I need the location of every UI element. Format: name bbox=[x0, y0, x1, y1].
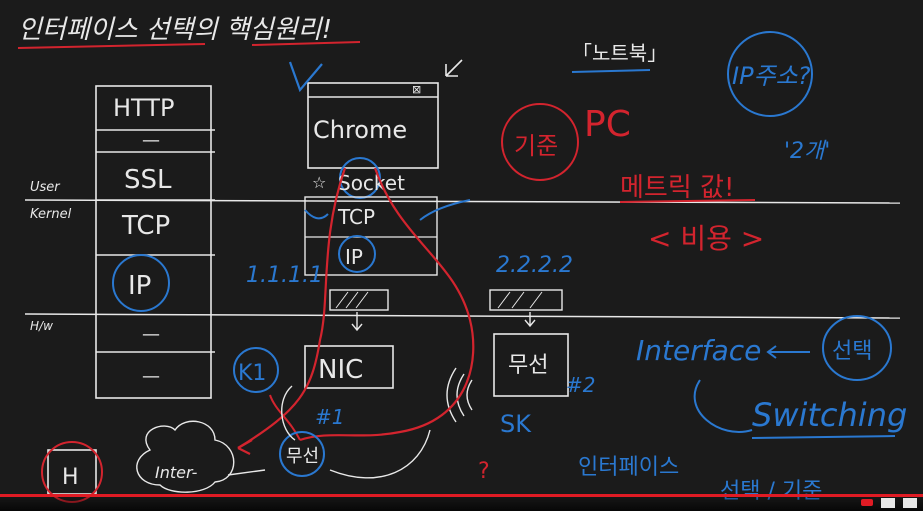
fullscreen-icon[interactable] bbox=[903, 498, 917, 508]
nic-2-number: #2 bbox=[566, 373, 595, 397]
board-title: 인터페이스 선택의 핵심원리! bbox=[18, 15, 332, 45]
ip-2: 2.2.2.2 bbox=[496, 253, 573, 278]
chrome-label: Chrome bbox=[313, 116, 407, 144]
settings-icon[interactable] bbox=[881, 498, 895, 508]
internet-label: Inter- bbox=[155, 463, 198, 482]
stack-ip: IP bbox=[128, 271, 151, 301]
internet-cloud-icon bbox=[136, 420, 235, 493]
driver-box-1 bbox=[329, 289, 389, 311]
nic-1-box bbox=[304, 345, 394, 389]
nic-2-label: 무선 bbox=[508, 353, 548, 378]
video-player-bar bbox=[0, 493, 923, 511]
user-label: User bbox=[30, 180, 61, 195]
arrow-icon bbox=[445, 59, 463, 77]
criterion-note: 기준 bbox=[514, 132, 558, 160]
title-underline-2 bbox=[251, 41, 361, 46]
route-path-2 bbox=[299, 167, 475, 442]
cost-note: < 비용 > bbox=[648, 222, 764, 255]
hw-label: H/w bbox=[30, 319, 53, 333]
question-mark: ? bbox=[478, 459, 490, 484]
ip-address-note: IP주소? bbox=[732, 62, 811, 90]
nic-2-tag: SK bbox=[500, 410, 532, 438]
nic-1-tag: K1 bbox=[238, 361, 266, 386]
pc-note: PC bbox=[584, 104, 631, 145]
kernel-label: Kernel bbox=[30, 207, 72, 222]
ip-1: 1.1.1.1 bbox=[246, 263, 323, 288]
router-near-label: 무선 bbox=[286, 446, 319, 467]
socket-circle bbox=[339, 157, 381, 199]
progress-track[interactable] bbox=[0, 494, 923, 497]
player-controls bbox=[861, 498, 917, 510]
host-ip-circle bbox=[338, 235, 376, 273]
stack-ssl: SSL bbox=[124, 165, 172, 195]
switching-note: Switching bbox=[752, 396, 907, 434]
stack-blank-3: — bbox=[142, 366, 160, 387]
socket-label: Socket bbox=[338, 171, 405, 195]
nic-1-number: #1 bbox=[315, 405, 344, 429]
stack-blank-2: — bbox=[142, 324, 160, 345]
kernel-box bbox=[304, 196, 438, 276]
nic-2-box bbox=[493, 333, 569, 397]
progress-fill bbox=[0, 494, 923, 497]
close-icon: ⊠ bbox=[412, 83, 421, 96]
ip-circle bbox=[112, 254, 170, 312]
router-near-circle bbox=[279, 431, 325, 477]
title-underline-1 bbox=[17, 43, 206, 49]
host-ip: IP bbox=[345, 245, 363, 269]
router-label: H bbox=[62, 465, 79, 490]
metric-note: 메트릭 값! bbox=[620, 173, 734, 203]
interface-ko-note: 인터페이스 bbox=[578, 455, 679, 480]
notebook-label: 「노트북」 bbox=[572, 41, 667, 65]
star-icon: ☆ bbox=[312, 173, 326, 192]
protocol-stack: HTTP — SSL TCP IP — — bbox=[95, 85, 215, 399]
driver-box-2 bbox=[489, 289, 563, 311]
nic-1-label: NIC bbox=[318, 355, 363, 385]
interface-note: Interface bbox=[636, 334, 761, 367]
chrome-window: ⊠ Chrome bbox=[307, 82, 439, 169]
host-tcp: TCP bbox=[337, 205, 375, 229]
stack-http: HTTP bbox=[113, 94, 174, 122]
stack-blank-1: — bbox=[142, 130, 160, 151]
stack-tcp: TCP bbox=[121, 211, 170, 241]
checkmark-icon bbox=[288, 61, 323, 93]
hd-icon[interactable] bbox=[861, 499, 873, 506]
kernel-hw-boundary bbox=[24, 313, 901, 319]
select-note: 선택 bbox=[832, 339, 872, 364]
count-note: '2개' bbox=[784, 139, 830, 164]
wifi-icon bbox=[446, 367, 473, 423]
